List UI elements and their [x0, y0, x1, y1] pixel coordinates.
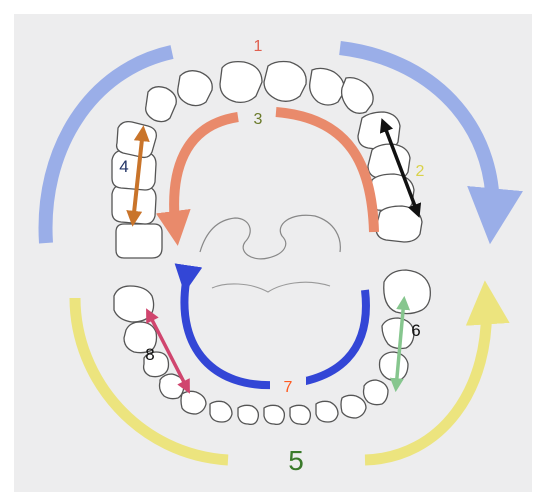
tooth-lower-15: [383, 269, 431, 315]
tongue-outline: [211, 281, 331, 293]
tooth-upper-8: [263, 60, 307, 102]
tooth-upper-9: [309, 67, 345, 106]
label-3: 3: [254, 111, 263, 128]
palate-outline: [199, 214, 341, 260]
upper-left-outer-arc: [38, 45, 174, 244]
label-4: 4: [119, 157, 128, 176]
tooth-upper-5: [145, 86, 177, 123]
tooth-upper-10: [340, 76, 374, 114]
lower-lingual-arc-label-gap: [270, 377, 306, 395]
tooth-lower-9: [289, 404, 312, 426]
tooth-upper-6: [177, 70, 213, 107]
label-8: 8: [145, 345, 154, 364]
arrow-8-lower-left-occlusal: [146, 308, 190, 394]
lower-arch-teeth: [113, 269, 431, 426]
tooth-lower-10: [315, 400, 339, 423]
lower-right-outer-arc: [364, 280, 510, 466]
tooth-lower-6: [209, 400, 233, 423]
arrow-4-upper-left-buccal: [126, 125, 150, 227]
arrow-2-upper-right-occlusal: [379, 118, 422, 218]
upper-right-outer-arc: [339, 41, 523, 245]
tooth-lower-14: [381, 317, 415, 350]
arrow-6-lower-right-occlusal: [389, 295, 411, 393]
tooth-lower-12: [362, 379, 389, 406]
tooth-lower-11: [340, 394, 367, 419]
tooth-lower-13: [378, 351, 409, 382]
tooth-lower-1: [113, 285, 155, 323]
upper-lingual-arc-right: [275, 107, 379, 233]
tooth-lower-8: [263, 404, 286, 426]
tooth-upper-1: [115, 223, 163, 259]
label-2: 2: [416, 163, 425, 180]
tooth-upper-14: [375, 205, 423, 243]
upper-lingual-arc-left: [155, 112, 239, 246]
lower-lingual-arc: [174, 263, 370, 390]
tooth-lower-7: [237, 404, 260, 426]
label-5: 5: [288, 445, 304, 476]
tooth-upper-4: [115, 120, 157, 159]
lower-left-outer-arc: [69, 297, 229, 466]
label-1: 1: [254, 38, 263, 55]
label-7: 7: [284, 379, 293, 396]
label-6: 6: [411, 321, 420, 340]
tooth-upper-7: [219, 60, 263, 104]
tooth-lower-5: [180, 390, 207, 415]
